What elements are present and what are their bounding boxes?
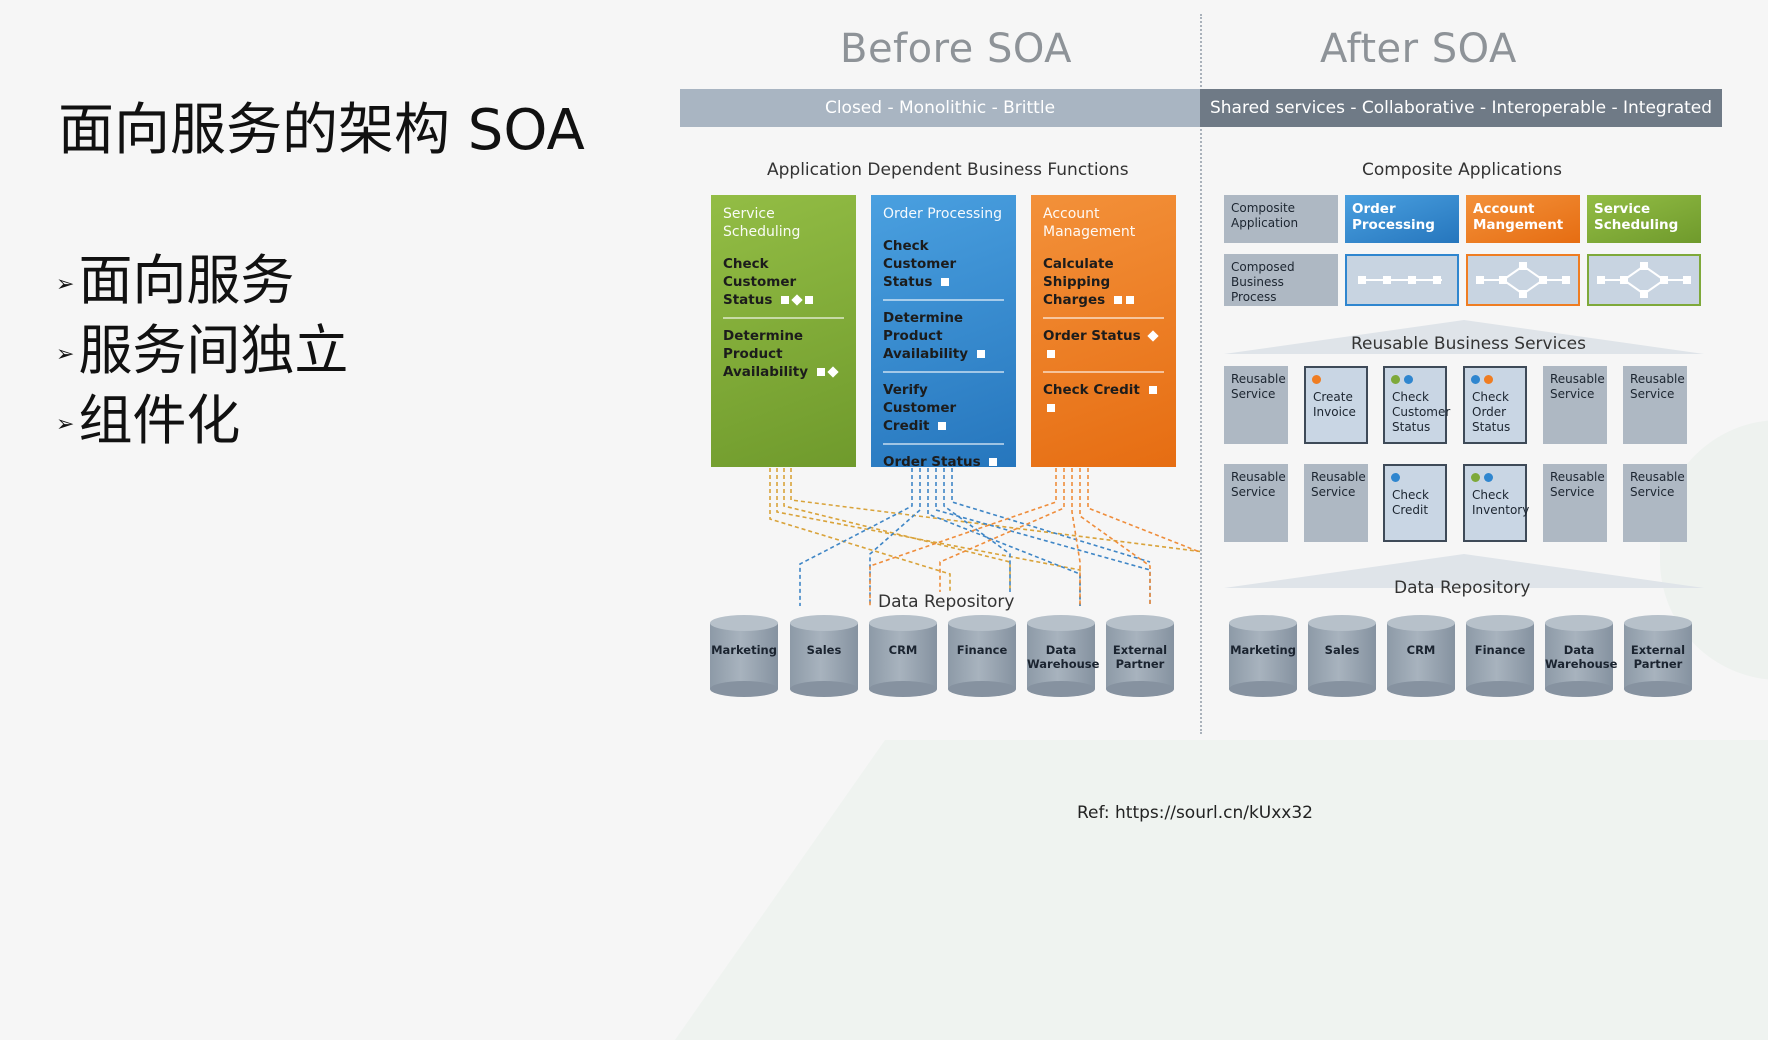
diamond-icon (827, 366, 839, 378)
square-icon (1125, 296, 1134, 304)
service-box: Reusable Service (1623, 366, 1687, 444)
repository-cylinder: Finance (1466, 615, 1534, 697)
function-item: Order Status (1043, 327, 1164, 373)
service-box: Reusable Service (1543, 464, 1607, 542)
arrow-right-icon: ➢ (56, 341, 75, 367)
repository-cylinder: CRM (869, 615, 937, 697)
process-flow-icon (1358, 276, 1442, 284)
connection-lines (769, 468, 1200, 606)
service-box: Check Inventory (1463, 464, 1529, 542)
service-box: Check Order Status (1463, 366, 1527, 444)
soa-diagram: Before SOA After SOA Closed - Monolithic… (680, 14, 1722, 749)
square-icon (941, 278, 950, 286)
status-dot (1312, 375, 1321, 384)
app-column-service-scheduling: Service Scheduling Check Customer Status… (711, 195, 856, 467)
after-heading: After SOA (1320, 26, 1517, 72)
function-item: Calculate Shipping Charges (1043, 255, 1164, 319)
service-box: Reusable Service (1224, 366, 1288, 444)
square-icon (816, 368, 825, 376)
app-column-account-management: Account Management Calculate Shipping Ch… (1031, 195, 1176, 467)
before-heading: Before SOA (840, 26, 1073, 72)
function-item: Determine Product Availability (723, 327, 844, 389)
process-flow-linear (1345, 254, 1459, 306)
status-dot (1404, 375, 1413, 384)
process-flow-branch (1466, 254, 1580, 306)
app-order-processing: Order Processing (1345, 195, 1459, 243)
status-dot (1484, 375, 1493, 384)
repository-cylinder: CRM (1387, 615, 1455, 697)
composed-business-process-label: Composed Business Process (1224, 254, 1338, 306)
repository-cylinder: Marketing (710, 615, 778, 697)
divider-line (1200, 14, 1202, 734)
service-box: Reusable Service (1623, 464, 1687, 542)
bullet-item: ➢组件化 (56, 388, 241, 452)
square-icon (1047, 350, 1055, 358)
before-band: Closed - Monolithic - Brittle (680, 89, 1200, 127)
status-dot (1471, 473, 1480, 482)
repository-cylinder: External Partner (1624, 615, 1692, 697)
repository-cylinder: Data Warehouse (1027, 615, 1099, 697)
service-box: Reusable Service (1304, 464, 1368, 542)
square-icon (1148, 386, 1157, 394)
service-box: Reusable Service (1543, 366, 1607, 444)
column-title: Order Processing (883, 206, 1002, 222)
status-dot (1484, 473, 1493, 482)
slide-title: 面向服务的架构 SOA (58, 98, 585, 163)
function-item: Determine Product Availability (883, 309, 1004, 373)
process-flow-icon (1597, 262, 1691, 298)
status-dot (1391, 375, 1400, 384)
square-icon (938, 422, 947, 430)
reusable-services-label: Reusable Business Services (1351, 334, 1586, 354)
diamond-icon (791, 294, 803, 306)
function-item: Check Credit (1043, 381, 1164, 425)
after-band: Shared services - Collaborative - Intero… (1200, 89, 1722, 127)
roof-shape (1224, 554, 1704, 588)
service-box: Check Customer Status (1383, 366, 1450, 444)
bullet-item: ➢面向服务 (56, 248, 295, 312)
square-icon (805, 296, 814, 304)
status-dot (1471, 375, 1480, 384)
composite-application-label: Composite Application (1224, 195, 1338, 243)
after-repo-label: Data Repository (1394, 578, 1531, 598)
roof-shape (1224, 320, 1704, 354)
column-title: Account Management (1043, 206, 1136, 240)
process-flow-branch (1587, 254, 1701, 306)
process-flow-icon (1476, 262, 1570, 298)
function-item: Check Customer Status (883, 237, 1004, 301)
repository-cylinder: Finance (948, 615, 1016, 697)
app-account-management: Account Mangement (1466, 195, 1580, 243)
arrow-right-icon: ➢ (56, 271, 75, 297)
square-icon (1047, 404, 1055, 412)
service-box: Reusable Service (1224, 464, 1288, 542)
after-subtitle: Composite Applications (1362, 160, 1562, 180)
repository-cylinder: External Partner (1106, 615, 1174, 697)
background-shape (674, 740, 1768, 1040)
service-box: Create Invoice (1304, 366, 1368, 444)
before-repo-label: Data Repository (876, 592, 1017, 612)
status-dot (1391, 473, 1400, 482)
square-icon (781, 296, 790, 304)
function-item: Order Status (883, 453, 1004, 479)
diamond-icon (1147, 330, 1160, 342)
repository-cylinder: Sales (790, 615, 858, 697)
square-icon (989, 458, 998, 466)
square-icon (976, 350, 985, 358)
repository-cylinder: Data Warehouse (1545, 615, 1617, 697)
square-icon (1113, 296, 1122, 304)
app-column-order-processing: Order Processing Check Customer Status D… (871, 195, 1016, 470)
reference-link[interactable]: Ref: https://sourl.cn/kUxx32 (1077, 803, 1313, 823)
app-service-scheduling: Service Scheduling (1587, 195, 1701, 243)
function-item: Verify Customer Credit (883, 381, 1004, 445)
arrow-right-icon: ➢ (56, 411, 75, 437)
column-title: Service Scheduling (723, 206, 801, 240)
function-item: Check Customer Status (723, 255, 844, 319)
repository-cylinder: Marketing (1229, 615, 1297, 697)
service-box: Check Credit (1383, 464, 1447, 542)
bullet-list: ➢面向服务 ➢服务间独立 ➢组件化 (56, 240, 349, 452)
before-subtitle: Application Dependent Business Functions (767, 160, 1129, 180)
repository-cylinder: Sales (1308, 615, 1376, 697)
bullet-item: ➢服务间独立 (56, 318, 349, 382)
